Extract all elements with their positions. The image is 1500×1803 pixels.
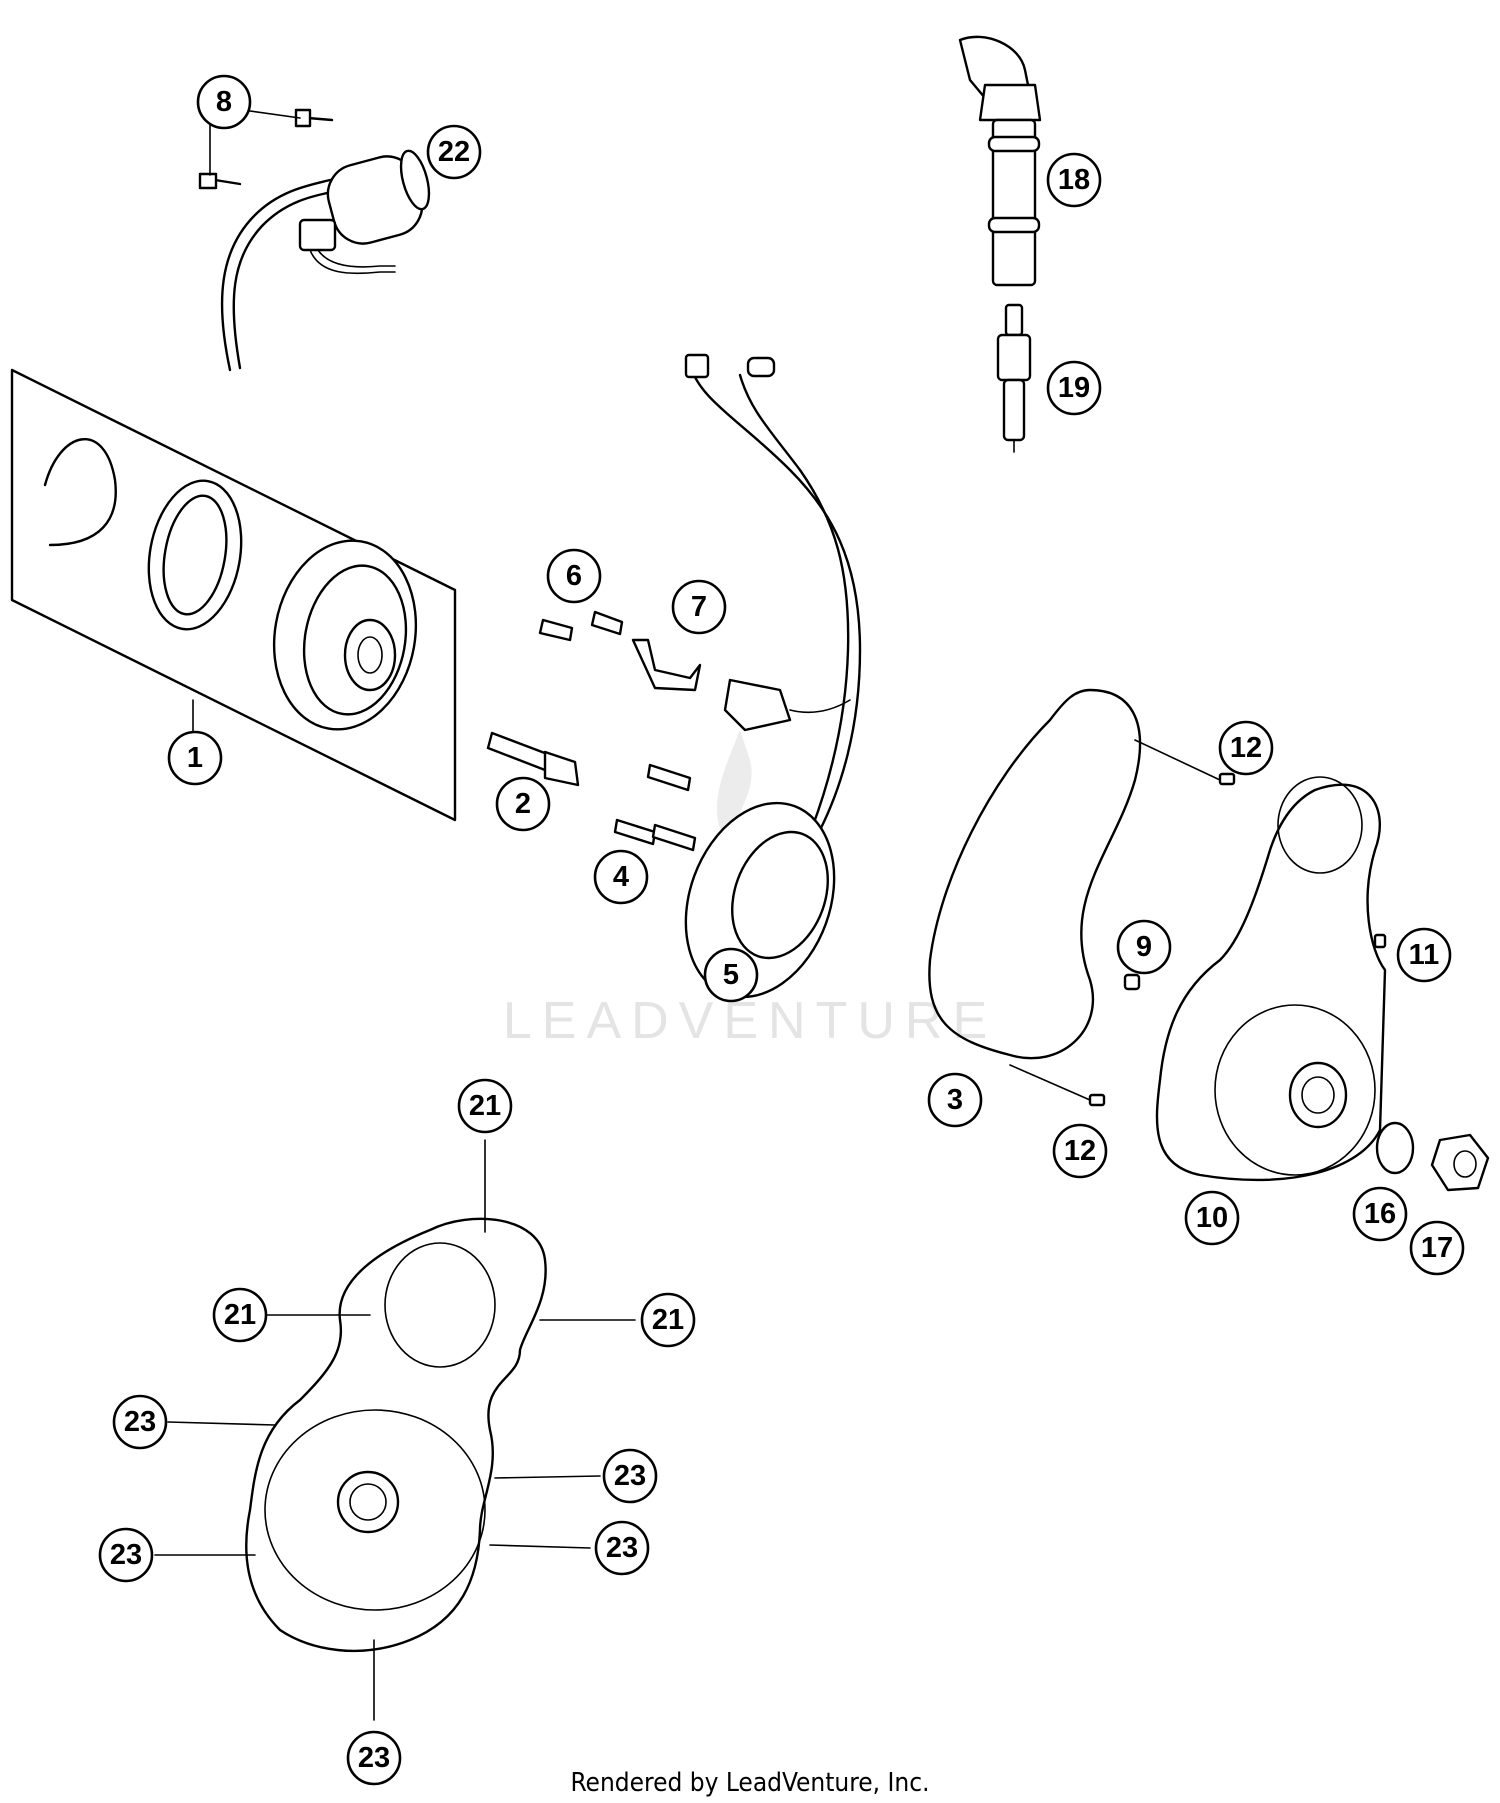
svg-text:9: 9 bbox=[1136, 931, 1152, 963]
footer-credit: Rendered by LeadVenture, Inc. bbox=[570, 1768, 930, 1798]
callout: 8 bbox=[196, 74, 252, 130]
svg-text:21: 21 bbox=[224, 1299, 256, 1331]
callout: 9 bbox=[1116, 919, 1172, 975]
svg-text:12: 12 bbox=[1230, 732, 1262, 764]
callout: 21 bbox=[457, 1078, 513, 1134]
svg-text:23: 23 bbox=[358, 1742, 390, 1774]
svg-text:2: 2 bbox=[515, 788, 531, 820]
dowel-pins-12 bbox=[1009, 739, 1236, 1107]
callout: 10 bbox=[1184, 1190, 1240, 1246]
callout: 22 bbox=[426, 124, 482, 180]
callout: 3 bbox=[927, 1072, 983, 1128]
callout: 4 bbox=[593, 849, 649, 905]
o-ring-16 bbox=[1375, 1121, 1415, 1175]
bolt-2 bbox=[486, 731, 580, 787]
svg-text:4: 4 bbox=[613, 861, 629, 893]
ignition-cover-assembled bbox=[245, 1217, 547, 1653]
callout: 21 bbox=[640, 1292, 696, 1348]
svg-text:11: 11 bbox=[1409, 939, 1440, 971]
stator-5 bbox=[684, 353, 862, 999]
callout: 23 bbox=[346, 1730, 402, 1786]
svg-text:7: 7 bbox=[691, 591, 707, 623]
svg-text:23: 23 bbox=[110, 1539, 142, 1571]
ignition-cover-10 bbox=[1155, 776, 1387, 1182]
callout: 23 bbox=[602, 1448, 658, 1504]
ignition-coil-22 bbox=[198, 108, 431, 372]
callout: 17 bbox=[1409, 1220, 1465, 1276]
callout: 5 bbox=[703, 947, 759, 1003]
spark-plug-19 bbox=[996, 303, 1032, 453]
svg-text:21: 21 bbox=[652, 1304, 684, 1336]
screws-4 bbox=[613, 763, 697, 852]
callout: 7 bbox=[671, 579, 727, 635]
flywheel-assembly-1 bbox=[10, 368, 457, 822]
callout: 2 bbox=[495, 776, 551, 832]
gasket-3 bbox=[928, 688, 1142, 1060]
svg-text:10: 10 bbox=[1196, 1202, 1228, 1234]
svg-text:22: 22 bbox=[438, 136, 470, 168]
svg-text:17: 17 bbox=[1421, 1232, 1453, 1264]
callout: 12 bbox=[1218, 720, 1274, 776]
callouts: 8 22 18 19 1 6 7 2 4 5 12 9 11 3 12 10 1… bbox=[98, 74, 1465, 1786]
screws-6 bbox=[538, 610, 624, 642]
svg-text:12: 12 bbox=[1064, 1135, 1096, 1167]
svg-text:16: 16 bbox=[1364, 1198, 1396, 1230]
callout: 6 bbox=[546, 548, 602, 604]
callout: 23 bbox=[594, 1520, 650, 1576]
svg-text:18: 18 bbox=[1058, 164, 1090, 196]
screw-11 bbox=[1373, 933, 1387, 949]
callout: 16 bbox=[1352, 1186, 1408, 1242]
callout: 1 bbox=[167, 730, 223, 786]
svg-text:8: 8 bbox=[216, 86, 232, 118]
svg-text:6: 6 bbox=[566, 560, 582, 592]
svg-text:23: 23 bbox=[614, 1460, 646, 1492]
svg-text:19: 19 bbox=[1058, 372, 1090, 404]
callout: 21 bbox=[212, 1287, 268, 1343]
svg-text:21: 21 bbox=[469, 1090, 501, 1122]
svg-text:23: 23 bbox=[606, 1532, 638, 1564]
svg-text:23: 23 bbox=[124, 1406, 156, 1438]
callout: 11 bbox=[1396, 927, 1452, 983]
svg-text:5: 5 bbox=[723, 959, 739, 991]
svg-text:LEADVENTURE: LEADVENTURE bbox=[503, 992, 997, 1050]
callout: 23 bbox=[112, 1394, 168, 1450]
bracket-7 bbox=[631, 638, 702, 692]
callout: 18 bbox=[1046, 152, 1102, 208]
nut-17 bbox=[1430, 1133, 1490, 1192]
callout: 12 bbox=[1052, 1123, 1108, 1179]
callout: 19 bbox=[1046, 360, 1102, 416]
svg-text:3: 3 bbox=[947, 1084, 963, 1116]
plug-9 bbox=[1123, 973, 1141, 991]
callout: 23 bbox=[98, 1527, 154, 1583]
spark-plug-cap-18 bbox=[958, 35, 1042, 287]
svg-text:1: 1 bbox=[187, 742, 203, 774]
leader-lines bbox=[154, 109, 636, 1721]
